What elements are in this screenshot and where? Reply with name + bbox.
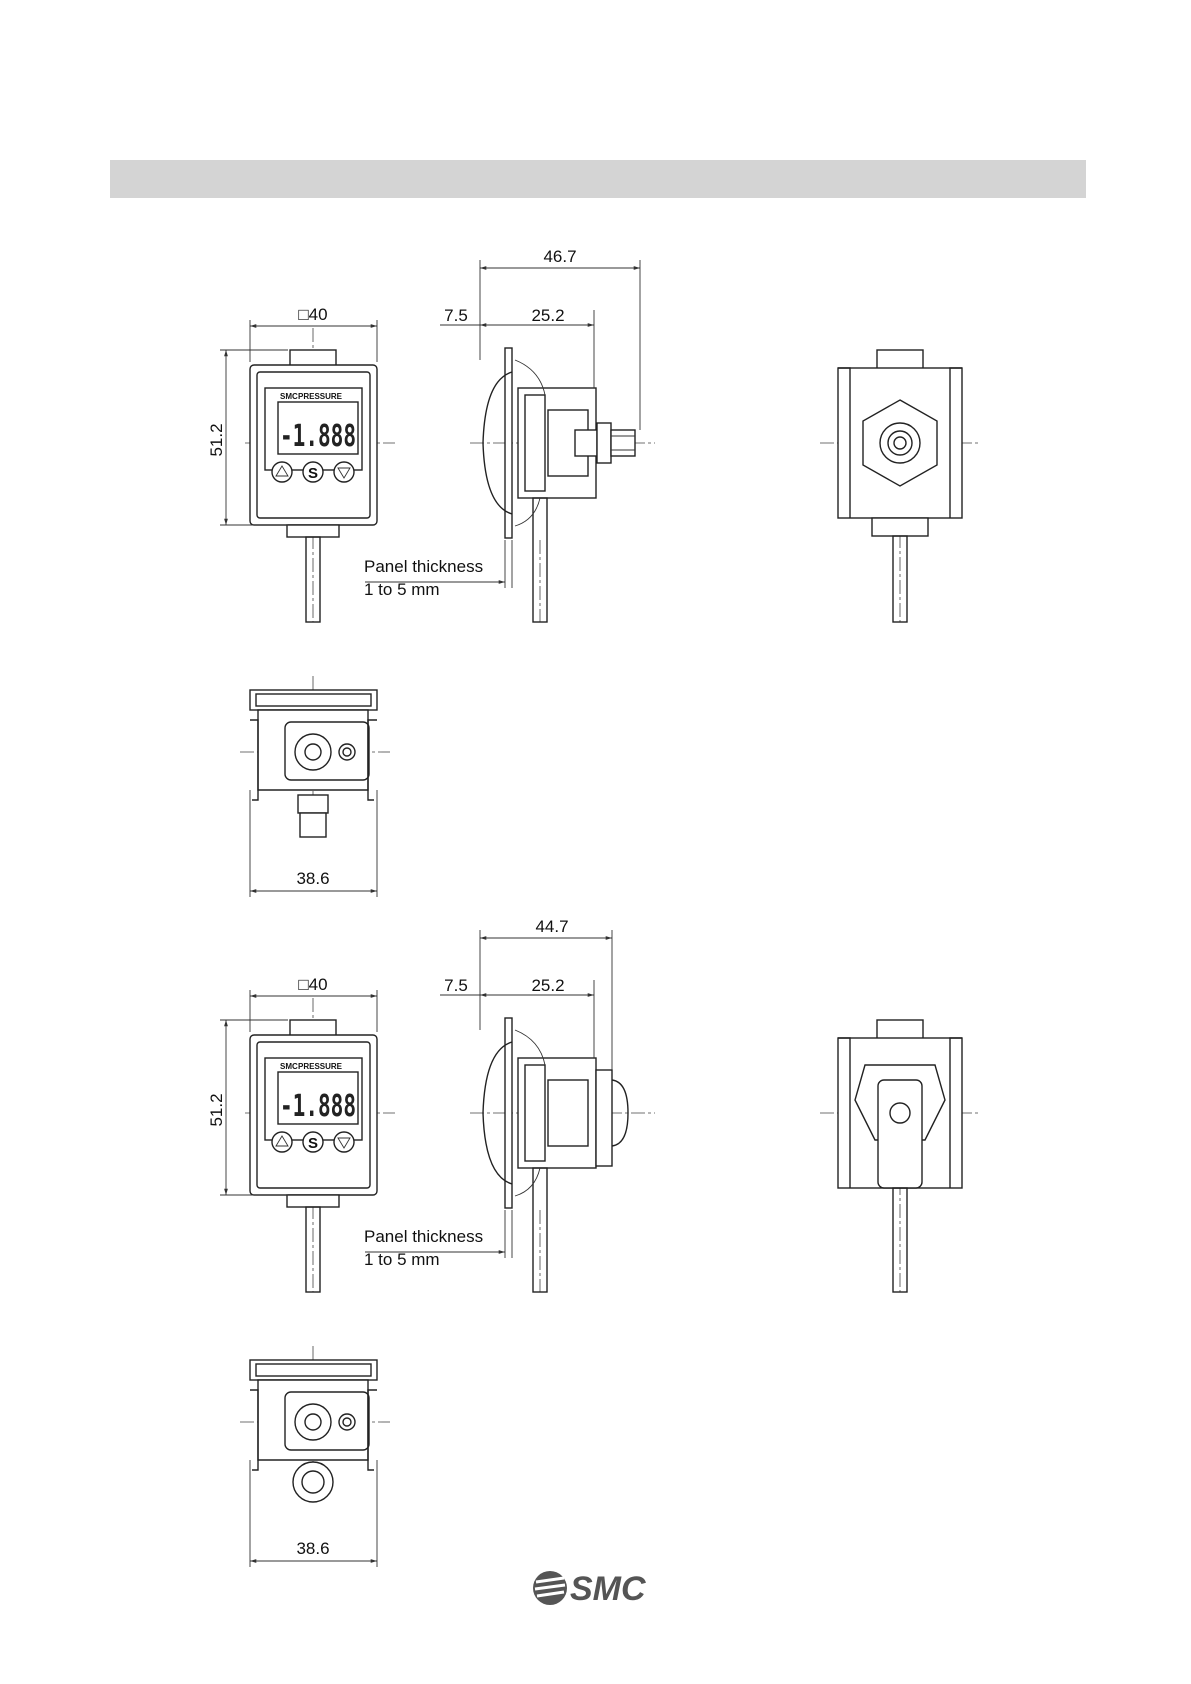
display-brand: SMC xyxy=(280,392,298,401)
height-dim-1: 51.2 xyxy=(207,423,226,456)
body-depth-dim-2: 25.2 xyxy=(531,976,564,995)
display-readout-2: -1.888 xyxy=(280,1089,356,1124)
square-dim-2: □40 xyxy=(298,975,327,994)
overall-depth-dim-1: 46.7 xyxy=(543,247,576,266)
rear-view-1 xyxy=(820,350,980,622)
body-depth-dim-1: 25.2 xyxy=(531,306,564,325)
bottom-view-1: 38.6 xyxy=(240,676,390,897)
set-button-label-2: S xyxy=(308,1135,318,1152)
display-label: PRESSURE xyxy=(298,392,343,401)
panel-note-2-line-2: 1 to 5 mm xyxy=(364,1250,440,1269)
smc-logo: SMC xyxy=(530,1566,660,1610)
display-label-2: PRESSURE xyxy=(298,1062,343,1071)
height-dim-2: 51.2 xyxy=(207,1093,226,1126)
logo-text: SMC xyxy=(570,1570,646,1608)
down-button-2 xyxy=(334,1132,354,1152)
front-offset-dim-2: 7.5 xyxy=(444,976,468,995)
panel-note-2-line-1: Panel thickness xyxy=(364,1227,483,1246)
bottom-view-2: 38.6 xyxy=(240,1346,390,1567)
side-view-1: 46.7 7.5 25.2 Panel thickness 1 to 5 mm xyxy=(364,247,655,622)
side-view-2: 44.7 7.5 25.2 Panel thickness 1 to 5 mm xyxy=(364,917,655,1292)
rear-view-2 xyxy=(820,1020,980,1292)
up-button-2 xyxy=(272,1132,292,1152)
bottom-width-dim-2: 38.6 xyxy=(296,1539,329,1558)
set-button-label-1: S xyxy=(308,465,318,482)
display-brand-2: SMC xyxy=(280,1062,298,1071)
drawing-2: SMC PRESSURE -1.888 S □40 51.2 xyxy=(207,917,980,1567)
display-readout: -1.888 xyxy=(280,419,356,454)
front-offset-dim-1: 7.5 xyxy=(444,306,468,325)
overall-depth-dim-2: 44.7 xyxy=(535,917,568,936)
panel-note-1-line-1: Panel thickness xyxy=(364,557,483,576)
down-button-1 xyxy=(334,462,354,482)
drawing-1: SMC PRESSURE -1.888 S □40 51.2 xyxy=(207,247,980,897)
square-dim-1: □40 xyxy=(298,305,327,324)
up-button-1 xyxy=(272,462,292,482)
panel-note-1-line-2: 1 to 5 mm xyxy=(364,580,440,599)
bottom-width-dim-1: 38.6 xyxy=(296,869,329,888)
